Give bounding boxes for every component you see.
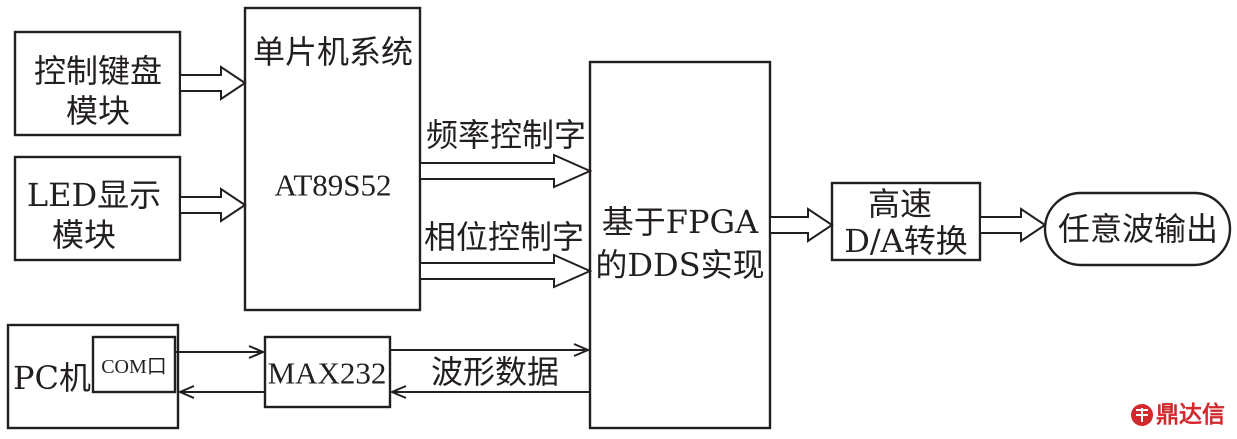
max232-to-fpga-arrow [390, 343, 591, 357]
pc-block: PC机 COM口 [6, 323, 180, 430]
mcu-system-title: 单片机系统 [253, 33, 413, 71]
mcu-system-box [243, 6, 422, 312]
led-module-label-line2: 模块 [52, 216, 116, 254]
led-module-box [13, 155, 182, 262]
max232-box [263, 335, 392, 409]
fpga-to-dac-arrow [769, 207, 834, 243]
com-port-box [91, 335, 177, 394]
keyboard-module-block: 控制键盘 模块 [13, 30, 182, 137]
output-block: 任意波输出 [1043, 191, 1232, 267]
waveform-data-label: 波形数据 [431, 353, 559, 391]
fpga-dds-label-line1: 基于FPGA [602, 203, 759, 241]
dac-to-output-arrow [979, 207, 1047, 243]
frequency-word-label: 频率控制字 [426, 116, 586, 154]
dac-label-line1: 高速 [868, 185, 932, 223]
phase-word-arrow [419, 253, 593, 289]
keyboard-module-label-line1: 控制键盘 [34, 52, 162, 90]
pc-label: PC机 [13, 359, 91, 397]
keyboard-module-label-line2: 模块 [66, 92, 130, 130]
led-to-mcu-arrow [179, 187, 247, 223]
dac-label-line2: D/A转换 [844, 222, 968, 260]
max232-to-pc-arrow [177, 385, 265, 399]
watermark: 鼎达信 [1131, 401, 1225, 428]
dac-block: 高速 D/A转换 [830, 181, 982, 262]
logo-icon [1131, 404, 1153, 426]
phase-word-label: 相位控制字 [424, 218, 584, 256]
led-module-label-line1: LED显示 [27, 176, 161, 214]
output-label: 任意波输出 [1058, 210, 1218, 248]
mcu-system-block: 单片机系统 AT89S52 [243, 6, 422, 312]
fpga-dds-label-line2: 的DDS实现 [595, 246, 764, 284]
com-port-label: COM口 [101, 356, 167, 378]
fpga-to-max232-arrow [389, 385, 590, 399]
max232-block: MAX232 [263, 335, 392, 409]
max232-label: MAX232 [268, 356, 387, 391]
fpga-dds-block: 基于FPGA 的DDS实现 [588, 60, 772, 430]
watermark-text: 鼎达信 [1156, 401, 1225, 428]
frequency-word-arrow [419, 153, 593, 189]
fpga-dds-box [588, 60, 772, 430]
led-module-block: LED显示 模块 [13, 155, 182, 262]
keyboard-module-box [13, 30, 182, 137]
keyboard-to-mcu-arrow [179, 65, 247, 101]
output-pill [1043, 191, 1232, 267]
com-to-max232-arrow [175, 345, 266, 359]
mcu-model-label: AT89S52 [274, 168, 391, 203]
